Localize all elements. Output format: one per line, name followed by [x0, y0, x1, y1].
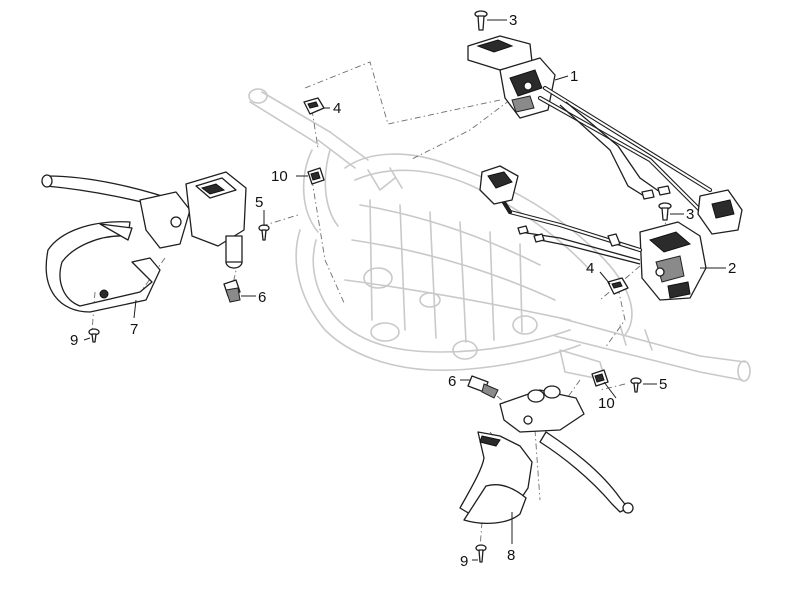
part-10-clip-left — [307, 167, 325, 185]
callout-9-left: 9 — [70, 332, 78, 349]
callout-labels: 1 2 3 3 4 4 5 5 6 6 7 8 9 9 10 10 — [70, 12, 736, 570]
part-4-clip-nut-top — [303, 97, 325, 115]
part-6-stop-switch-left — [223, 279, 241, 303]
left-brake-master-cylinder — [41, 171, 247, 269]
right-brake-master-cylinder — [499, 385, 634, 514]
part-2-switch-assembly — [479, 165, 707, 301]
part-9-screw-right — [475, 544, 487, 563]
callout-1: 1 — [570, 68, 578, 85]
callout-6-right: 6 — [448, 373, 456, 390]
part-3-screw-right — [658, 202, 672, 221]
callout-7: 7 — [130, 321, 138, 338]
callout-3-right: 3 — [686, 206, 694, 223]
part-3-screw-top — [474, 10, 488, 31]
callout-10-left: 10 — [271, 168, 288, 185]
callout-5-right: 5 — [659, 376, 667, 393]
part-5-screw-left — [258, 224, 270, 241]
assembly-guide-lines — [91, 61, 669, 549]
callout-6-left: 6 — [258, 289, 266, 306]
callout-leaders — [83, 19, 726, 561]
callout-8: 8 — [507, 547, 515, 564]
part-1-switch-assembly — [467, 35, 743, 235]
part-8-lever-cover-right — [459, 431, 533, 525]
callout-4-top: 4 — [333, 100, 341, 117]
part-7-lever-cover-left — [45, 221, 161, 313]
callout-3-top: 3 — [509, 12, 517, 29]
part-6-stop-switch-right — [467, 375, 499, 399]
callout-5-left: 5 — [255, 194, 263, 211]
callout-4-right: 4 — [586, 260, 594, 277]
callout-10-right: 10 — [598, 395, 615, 412]
part-5-screw-right — [630, 377, 642, 393]
part-9-screw-left — [88, 328, 100, 343]
callout-9-right: 9 — [460, 553, 468, 570]
part-4-clip-nut-right — [607, 277, 629, 295]
callout-2: 2 — [728, 260, 736, 277]
ghost-handlebar-assembly — [248, 88, 751, 382]
